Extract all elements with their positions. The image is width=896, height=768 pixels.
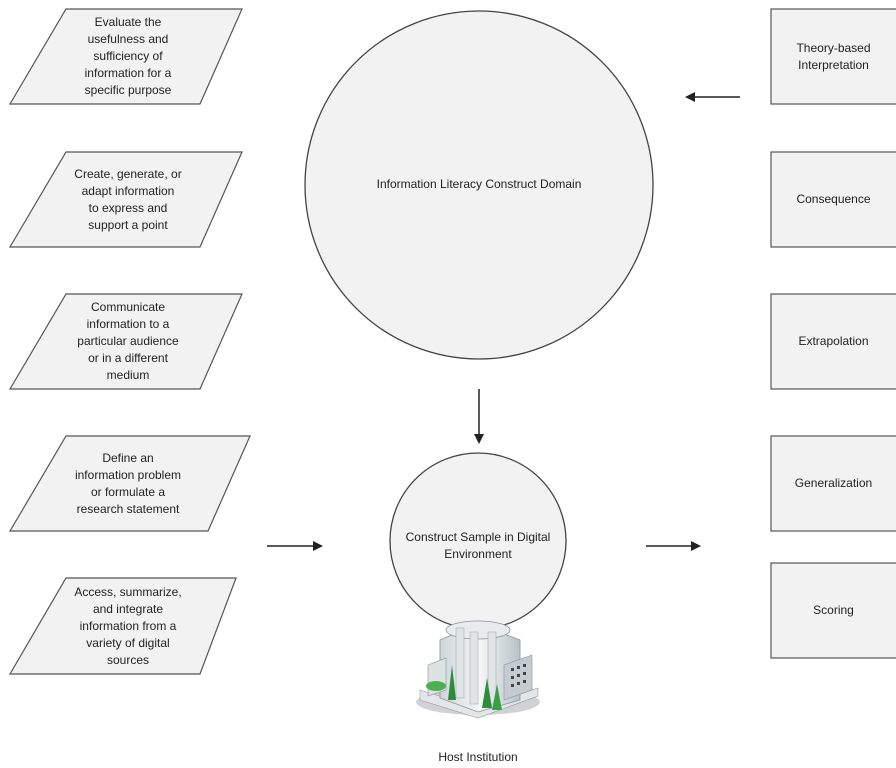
- left-box-1-label: Evaluate the usefulness and sufficiency …: [84, 15, 172, 97]
- construct-sample-label: Construct Sample in Digital Environment: [405, 530, 551, 561]
- right-box-1-shape: [770, 8, 896, 105]
- left-box-4-label: Define an information problem or formula…: [74, 450, 182, 516]
- left-box-2-label: Create, generate, or adapt information t…: [74, 166, 182, 232]
- right-box-3-label: Extrapolation: [798, 334, 869, 348]
- right-box-3-shape: [770, 293, 896, 390]
- construct-domain-circle: [304, 10, 654, 360]
- left-box-3-label: Communicate information to a particular …: [77, 300, 179, 382]
- left-box-4-shape: [8, 435, 251, 532]
- right-box-5-label: Scoring: [813, 603, 854, 617]
- right-box-4-label: Generalization: [794, 476, 873, 490]
- right-box-2-label: Consequence: [796, 192, 871, 206]
- right-box-1-label: Theory-based Interpretation: [796, 40, 871, 72]
- left-box-5-label: Access, summarize, and integrate informa…: [74, 584, 182, 667]
- building-icon: [416, 620, 540, 719]
- left-box-1-shape: [8, 8, 243, 105]
- left-box-2-shape: [8, 151, 243, 248]
- left-box-3-shape: [8, 293, 243, 390]
- host-institution-caption: Host Institution: [438, 749, 518, 764]
- construct-domain-label: Information Literacy Construct Domain: [376, 176, 582, 191]
- right-box-5-shape: [770, 562, 896, 659]
- right-box-4-shape: [770, 435, 896, 532]
- left-box-5-shape: [8, 577, 237, 675]
- right-box-2-shape: [770, 151, 896, 248]
